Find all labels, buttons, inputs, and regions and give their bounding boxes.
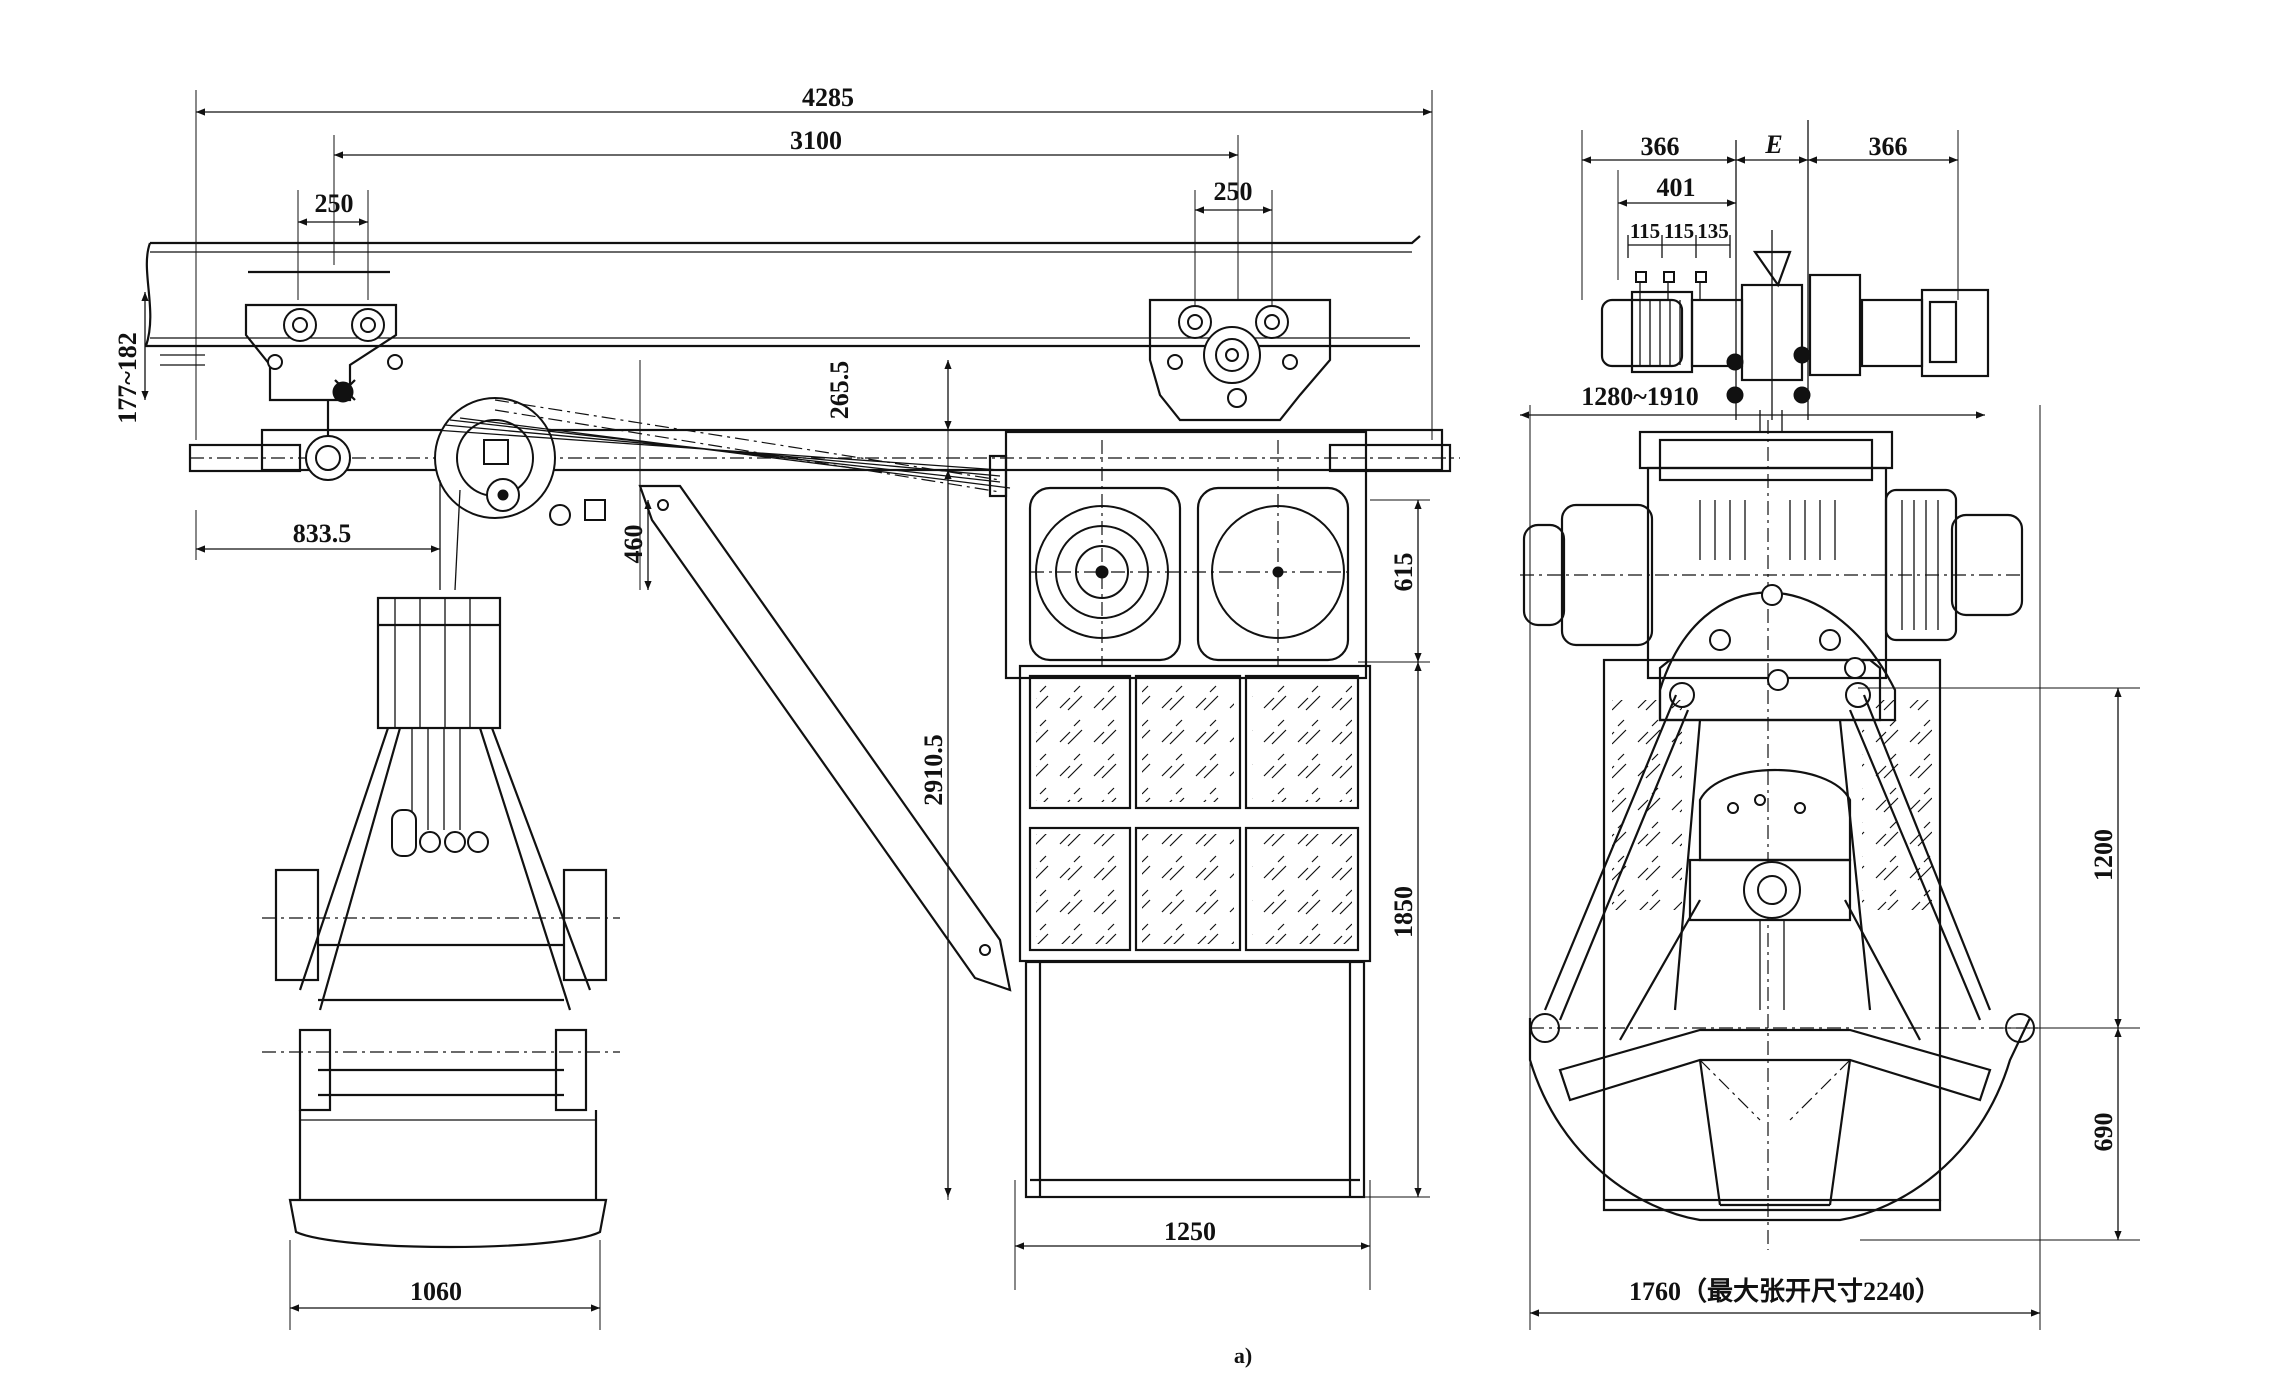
dim-grab-upper: 1200 xyxy=(2089,829,2118,881)
dim-arm-height: 460 xyxy=(619,525,648,564)
dim-hook-offset: 177~182 xyxy=(113,332,142,424)
dim-rail-span: 3100 xyxy=(790,126,842,155)
side-view: 4285 3100 250 250 177~182 265.5 833.5 46… xyxy=(113,83,1460,1330)
end-dimensions: 366 E 366 401 115 115 135 1280~1910 1200… xyxy=(1520,130,2140,1330)
pulley xyxy=(434,397,606,526)
dim-cabin-height: 1850 xyxy=(1389,886,1418,938)
dim-range: 1280~1910 xyxy=(1581,382,1699,411)
dim-side-left: 366 xyxy=(1641,132,1680,161)
dim-side-gap: E xyxy=(1764,130,1782,159)
figure-caption: a) xyxy=(1234,1343,1252,1368)
side-dimensions: 4285 3100 250 250 177~182 265.5 833.5 46… xyxy=(113,83,1433,1330)
grab-front xyxy=(1528,584,2040,1222)
operator-cabin xyxy=(988,430,1372,1199)
dim-wheelbase-left: 250 xyxy=(315,189,354,218)
dim-crane-offset: 265.5 xyxy=(825,361,854,420)
dim-trolley-offset: 833.5 xyxy=(293,519,352,548)
grab-side xyxy=(262,596,620,1249)
dim-grab-width-side: 1060 xyxy=(410,1277,462,1306)
dim-total-height: 2910.5 xyxy=(919,734,948,806)
diagonal-strut xyxy=(638,484,1012,992)
right-trolley xyxy=(1148,298,1332,422)
trolley-drive xyxy=(1600,120,1990,432)
left-trolley xyxy=(244,270,403,481)
wire-ropes xyxy=(434,399,1011,591)
dim-grab-width-front: 1760（最大张开尺寸2240） xyxy=(1629,1277,1941,1306)
dim-pitch-2: 115 xyxy=(1664,219,1694,243)
dim-wheelbase-right: 250 xyxy=(1214,177,1253,206)
dim-cabin-top: 615 xyxy=(1389,553,1418,592)
dim-pitch-1: 115 xyxy=(1630,219,1660,243)
hoist-machinery xyxy=(1520,420,2025,1250)
end-view: 366 E 366 401 115 115 135 1280~1910 1200… xyxy=(1520,120,2140,1330)
dim-pitch-3: 135 xyxy=(1697,219,1729,243)
dim-overall-length: 4285 xyxy=(802,83,854,112)
dim-grab-lower: 690 xyxy=(2089,1113,2118,1152)
dim-cabin-width: 1250 xyxy=(1164,1217,1216,1246)
dim-side-right: 366 xyxy=(1869,132,1908,161)
dim-side-inner: 401 xyxy=(1657,173,1696,202)
